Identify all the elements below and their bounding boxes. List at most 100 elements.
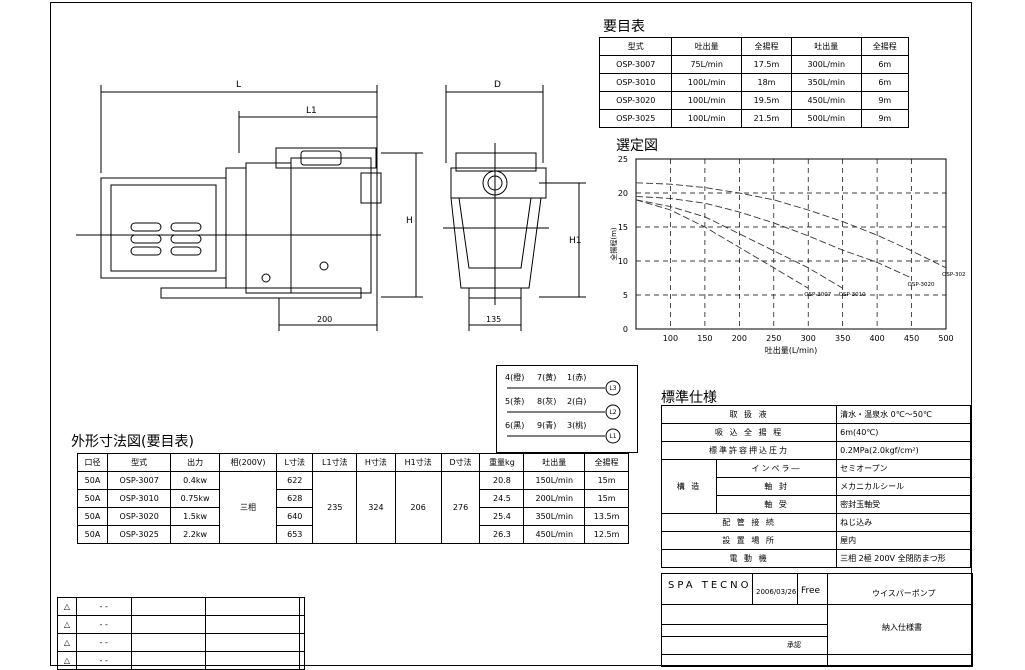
plot-frame bbox=[635, 158, 947, 330]
scale: Free bbox=[801, 586, 821, 596]
table-row: △- - bbox=[57, 597, 305, 616]
series-line bbox=[635, 182, 947, 269]
revision-table: △- - △- - △- - △- - bbox=[57, 597, 305, 670]
table-row: 軸 封メカニカルシール bbox=[662, 477, 971, 496]
standard-spec-title: 標準仕様 bbox=[661, 390, 717, 406]
drawing-sheet: L L1 D H H1 200 135 要目表 型式吐出量全揚程吐出量全揚程 O… bbox=[50, 2, 973, 670]
dim-header-cell: L1寸法 bbox=[312, 453, 358, 472]
y-tick-label: 5 bbox=[623, 291, 628, 300]
x-tick-label: 350 bbox=[835, 334, 850, 343]
wire-5: 5(茶) bbox=[505, 396, 524, 406]
wire-4: 4(橙) bbox=[505, 372, 524, 382]
series-label: OSP-3025 bbox=[942, 272, 966, 278]
wire-7: 7(黄) bbox=[537, 372, 556, 382]
dim-H1-label: H1 bbox=[569, 236, 582, 246]
table-row: △- - bbox=[57, 651, 305, 670]
wire-1: 1(赤) bbox=[567, 373, 586, 382]
table-row: △- - bbox=[57, 633, 305, 652]
structure-group: 構 造 bbox=[661, 459, 717, 514]
y-tick-label: 25 bbox=[618, 155, 628, 164]
company-name: SPA TECNO bbox=[668, 580, 752, 591]
dim-H-label: H bbox=[406, 216, 413, 226]
x-tick-label: 300 bbox=[801, 334, 816, 343]
wire-8: 8(灰) bbox=[537, 396, 556, 406]
d-cell: 276 bbox=[440, 471, 481, 544]
approve-label: 承認 bbox=[787, 641, 801, 649]
spec-table-title: 要目表 bbox=[603, 19, 645, 35]
dim-header-cell: 全揚程 bbox=[584, 453, 629, 472]
h1-cell: 206 bbox=[394, 471, 442, 544]
table-row: 50A OSP-3020 1.5kw 640 25.4 350L/min 13.… bbox=[76, 507, 629, 526]
spec-header-cell: 型式 bbox=[598, 37, 673, 56]
x-tick-label: 200 bbox=[732, 334, 747, 343]
spec-header-cell: 全揚程 bbox=[740, 37, 793, 56]
table-row: 設 置 場 所屋内 bbox=[660, 531, 971, 550]
table-row: 軸 受密封玉軸受 bbox=[662, 495, 971, 514]
dim-header-cell: 型式 bbox=[107, 453, 172, 472]
dim-header-cell: 相(200V) bbox=[218, 453, 278, 472]
x-tick-label: 250 bbox=[766, 334, 781, 343]
y-tick-label: 15 bbox=[618, 223, 628, 232]
y-tick-label: 10 bbox=[618, 257, 628, 266]
table-row: △- - bbox=[57, 615, 305, 634]
dim-L-label: L bbox=[236, 80, 241, 90]
dim-header-cell: L寸法 bbox=[276, 453, 314, 472]
wire-9: 9(青) bbox=[537, 420, 556, 430]
table-row: 取 扱 液清水・温泉水 0℃～50℃ bbox=[660, 405, 971, 424]
dim-header-cell: H寸法 bbox=[356, 453, 396, 472]
table-row: 50A OSP-3010 0.75kw 628 24.5 200L/min 15… bbox=[76, 489, 629, 508]
table-row: 構 造インペラ―セミオープン bbox=[661, 459, 971, 514]
table-row: 50A OSP-3007 0.4kw 三相 622 235 324 206 27… bbox=[76, 471, 629, 544]
series-line bbox=[635, 195, 912, 279]
series-label: OSP-3007 bbox=[804, 292, 831, 298]
dim-135-label: 135 bbox=[486, 315, 501, 324]
dim-header-cell: H1寸法 bbox=[394, 453, 442, 472]
dim-200-label: 200 bbox=[317, 315, 332, 324]
title-block: SPA TECNO 2006/03/26 Free ウイスパーポンプ 納入仕様書… bbox=[661, 573, 973, 667]
x-tick-label: 100 bbox=[663, 334, 678, 343]
dim-header-cell: 吐出量 bbox=[523, 453, 586, 472]
wiring-diagram: 4(橙) 7(黄) 1(赤) 5(茶) 8(灰) 2(白) 6(黒) 9(青) … bbox=[496, 365, 638, 453]
document-name: 納入仕様書 bbox=[882, 623, 922, 632]
product-name: ウイスパーポンプ bbox=[872, 589, 936, 598]
x-tick-label: 150 bbox=[697, 334, 712, 343]
wire-3: 3(桃) bbox=[567, 420, 586, 430]
h-cell: 324 bbox=[356, 471, 396, 544]
series-label: OSP-3010 bbox=[839, 292, 866, 298]
y-tick-label: 20 bbox=[618, 189, 628, 198]
y-tick-label: 0 bbox=[623, 325, 628, 334]
table-row: 配 管 接 続ねじ込み bbox=[660, 513, 971, 532]
l1-cell: 235 bbox=[312, 471, 358, 544]
dim-header-cell: 出力 bbox=[170, 453, 220, 472]
issue-date: 2006/03/26 bbox=[756, 588, 797, 596]
series-label: OSP-3020 bbox=[908, 282, 935, 288]
spec-header-cell: 吐出量 bbox=[791, 37, 862, 56]
series-line bbox=[635, 199, 843, 289]
terminal-L1: L1 bbox=[609, 433, 616, 440]
spec-header-cell: 吐出量 bbox=[671, 37, 742, 56]
x-tick-label: 500 bbox=[938, 334, 953, 343]
table-row: 50A OSP-3025 2.2kw 653 26.3 450L/min 12.… bbox=[76, 525, 629, 544]
terminal-L2: L2 bbox=[609, 409, 616, 416]
y-axis-label: 全揚程(m) bbox=[609, 227, 618, 261]
series-line bbox=[635, 199, 809, 289]
pump-drawing: L L1 D H H1 200 135 bbox=[76, 80, 586, 331]
dim-header-cell: 口径 bbox=[76, 453, 109, 472]
x-tick-label: 400 bbox=[869, 334, 884, 343]
spec-header-cell: 全揚程 bbox=[860, 37, 910, 56]
phase-cell: 三相 bbox=[218, 471, 278, 544]
dim-L1-label: L1 bbox=[306, 106, 317, 116]
wire-2: 2(白) bbox=[567, 396, 586, 406]
dim-header-cell: D寸法 bbox=[440, 453, 481, 472]
